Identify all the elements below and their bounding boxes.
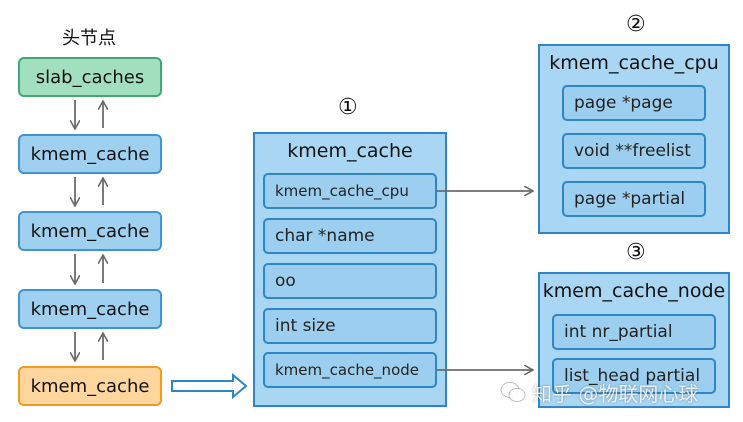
- chain-node-kmem-cache-1: kmem_cache: [18, 134, 162, 174]
- marker-2: ②: [626, 12, 646, 37]
- watermark: 知乎 @物联网心球: [500, 372, 743, 412]
- chain-node-kmem-cache-current: kmem_cache: [18, 366, 162, 406]
- field-char-name: char *name: [263, 218, 437, 254]
- kmem-cache-cpu-title: kmem_cache_cpu: [549, 52, 719, 74]
- field-page-page: page *page: [562, 85, 706, 121]
- field-int-nr-partial: int nr_partial: [552, 314, 716, 350]
- field-kmem-cache-cpu: kmem_cache_cpu: [263, 173, 437, 209]
- field-void-freelist: void **freelist: [562, 133, 706, 169]
- wechat-icon: [500, 381, 526, 403]
- field-kmem-cache-node: kmem_cache_node: [263, 352, 437, 388]
- chain-node-kmem-cache-2: kmem_cache: [18, 211, 162, 251]
- marker-3: ③: [626, 240, 646, 265]
- hollow-arrow-to-kmem-cache: [171, 372, 248, 400]
- watermark-text: 知乎 @物联网心球: [532, 381, 699, 406]
- marker-1: ①: [338, 95, 358, 120]
- field-oo: oo: [263, 263, 437, 299]
- field-page-partial: page *partial: [562, 181, 706, 217]
- kmem-cache-node-title: kmem_cache_node: [542, 280, 726, 302]
- kmem-cache-title: kmem_cache: [287, 140, 413, 162]
- field-int-size: int size: [263, 308, 437, 344]
- head-node-label: 头节点: [62, 28, 116, 49]
- field-list-head-partial: list_head partial: [552, 358, 716, 394]
- chain-node-kmem-cache-3: kmem_cache: [18, 289, 162, 329]
- chain-node-slab-caches: slab_caches: [18, 57, 162, 97]
